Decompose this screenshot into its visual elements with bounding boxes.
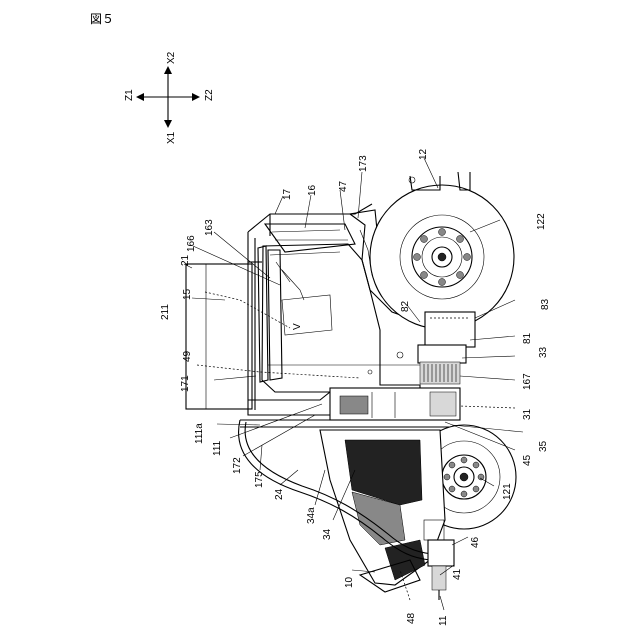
label-17: 17	[282, 188, 293, 200]
axis-label-x2: X2	[166, 51, 177, 64]
label-172: 172	[232, 457, 243, 474]
label-33: 33	[538, 346, 549, 358]
label-173: 173	[358, 155, 369, 172]
direction-indicator: Z1 Z2 X2 X1	[124, 51, 215, 144]
component-81	[418, 312, 475, 363]
pack-167	[420, 362, 460, 384]
front-wheel	[370, 172, 514, 329]
label-166: 166	[186, 235, 197, 252]
label-21: 21	[180, 254, 191, 266]
label-167: 167	[522, 373, 533, 390]
label-122: 122	[536, 213, 547, 230]
label-111: 111	[212, 440, 223, 456]
label-v: V	[292, 323, 303, 330]
label-111a: 111a	[194, 423, 205, 444]
label-34: 34	[322, 528, 333, 540]
seat-back	[186, 264, 252, 409]
label-175: 175	[254, 471, 265, 488]
label-163: 163	[204, 219, 215, 236]
label-34a: 34a	[306, 507, 317, 524]
label-121: 121	[502, 483, 513, 500]
label-171: 171	[180, 375, 191, 392]
label-16: 16	[307, 184, 318, 196]
top-panel	[265, 224, 355, 252]
label-81: 81	[522, 332, 533, 344]
label-49: 49	[182, 350, 193, 362]
label-45: 45	[522, 454, 533, 466]
label-12: 12	[418, 148, 429, 160]
label-15: 15	[182, 288, 193, 300]
label-35: 35	[538, 440, 549, 452]
label-47: 47	[338, 180, 349, 192]
label-10: 10	[344, 576, 355, 588]
label-48: 48	[406, 612, 417, 624]
label-82: 82	[400, 300, 411, 312]
label-46: 46	[470, 536, 481, 548]
label-41: 41	[452, 568, 463, 580]
label-24: 24	[274, 488, 285, 500]
axis-label-z2: Z2	[204, 89, 215, 101]
label-31: 31	[522, 408, 533, 420]
axis-label-x1: X1	[166, 131, 177, 144]
lower-body-34	[320, 430, 445, 592]
lower-unit-31	[330, 388, 460, 420]
label-11: 11	[438, 615, 449, 626]
axis-label-z1: Z1	[124, 89, 135, 101]
label-211: 211	[160, 304, 171, 320]
label-83: 83	[540, 298, 551, 310]
